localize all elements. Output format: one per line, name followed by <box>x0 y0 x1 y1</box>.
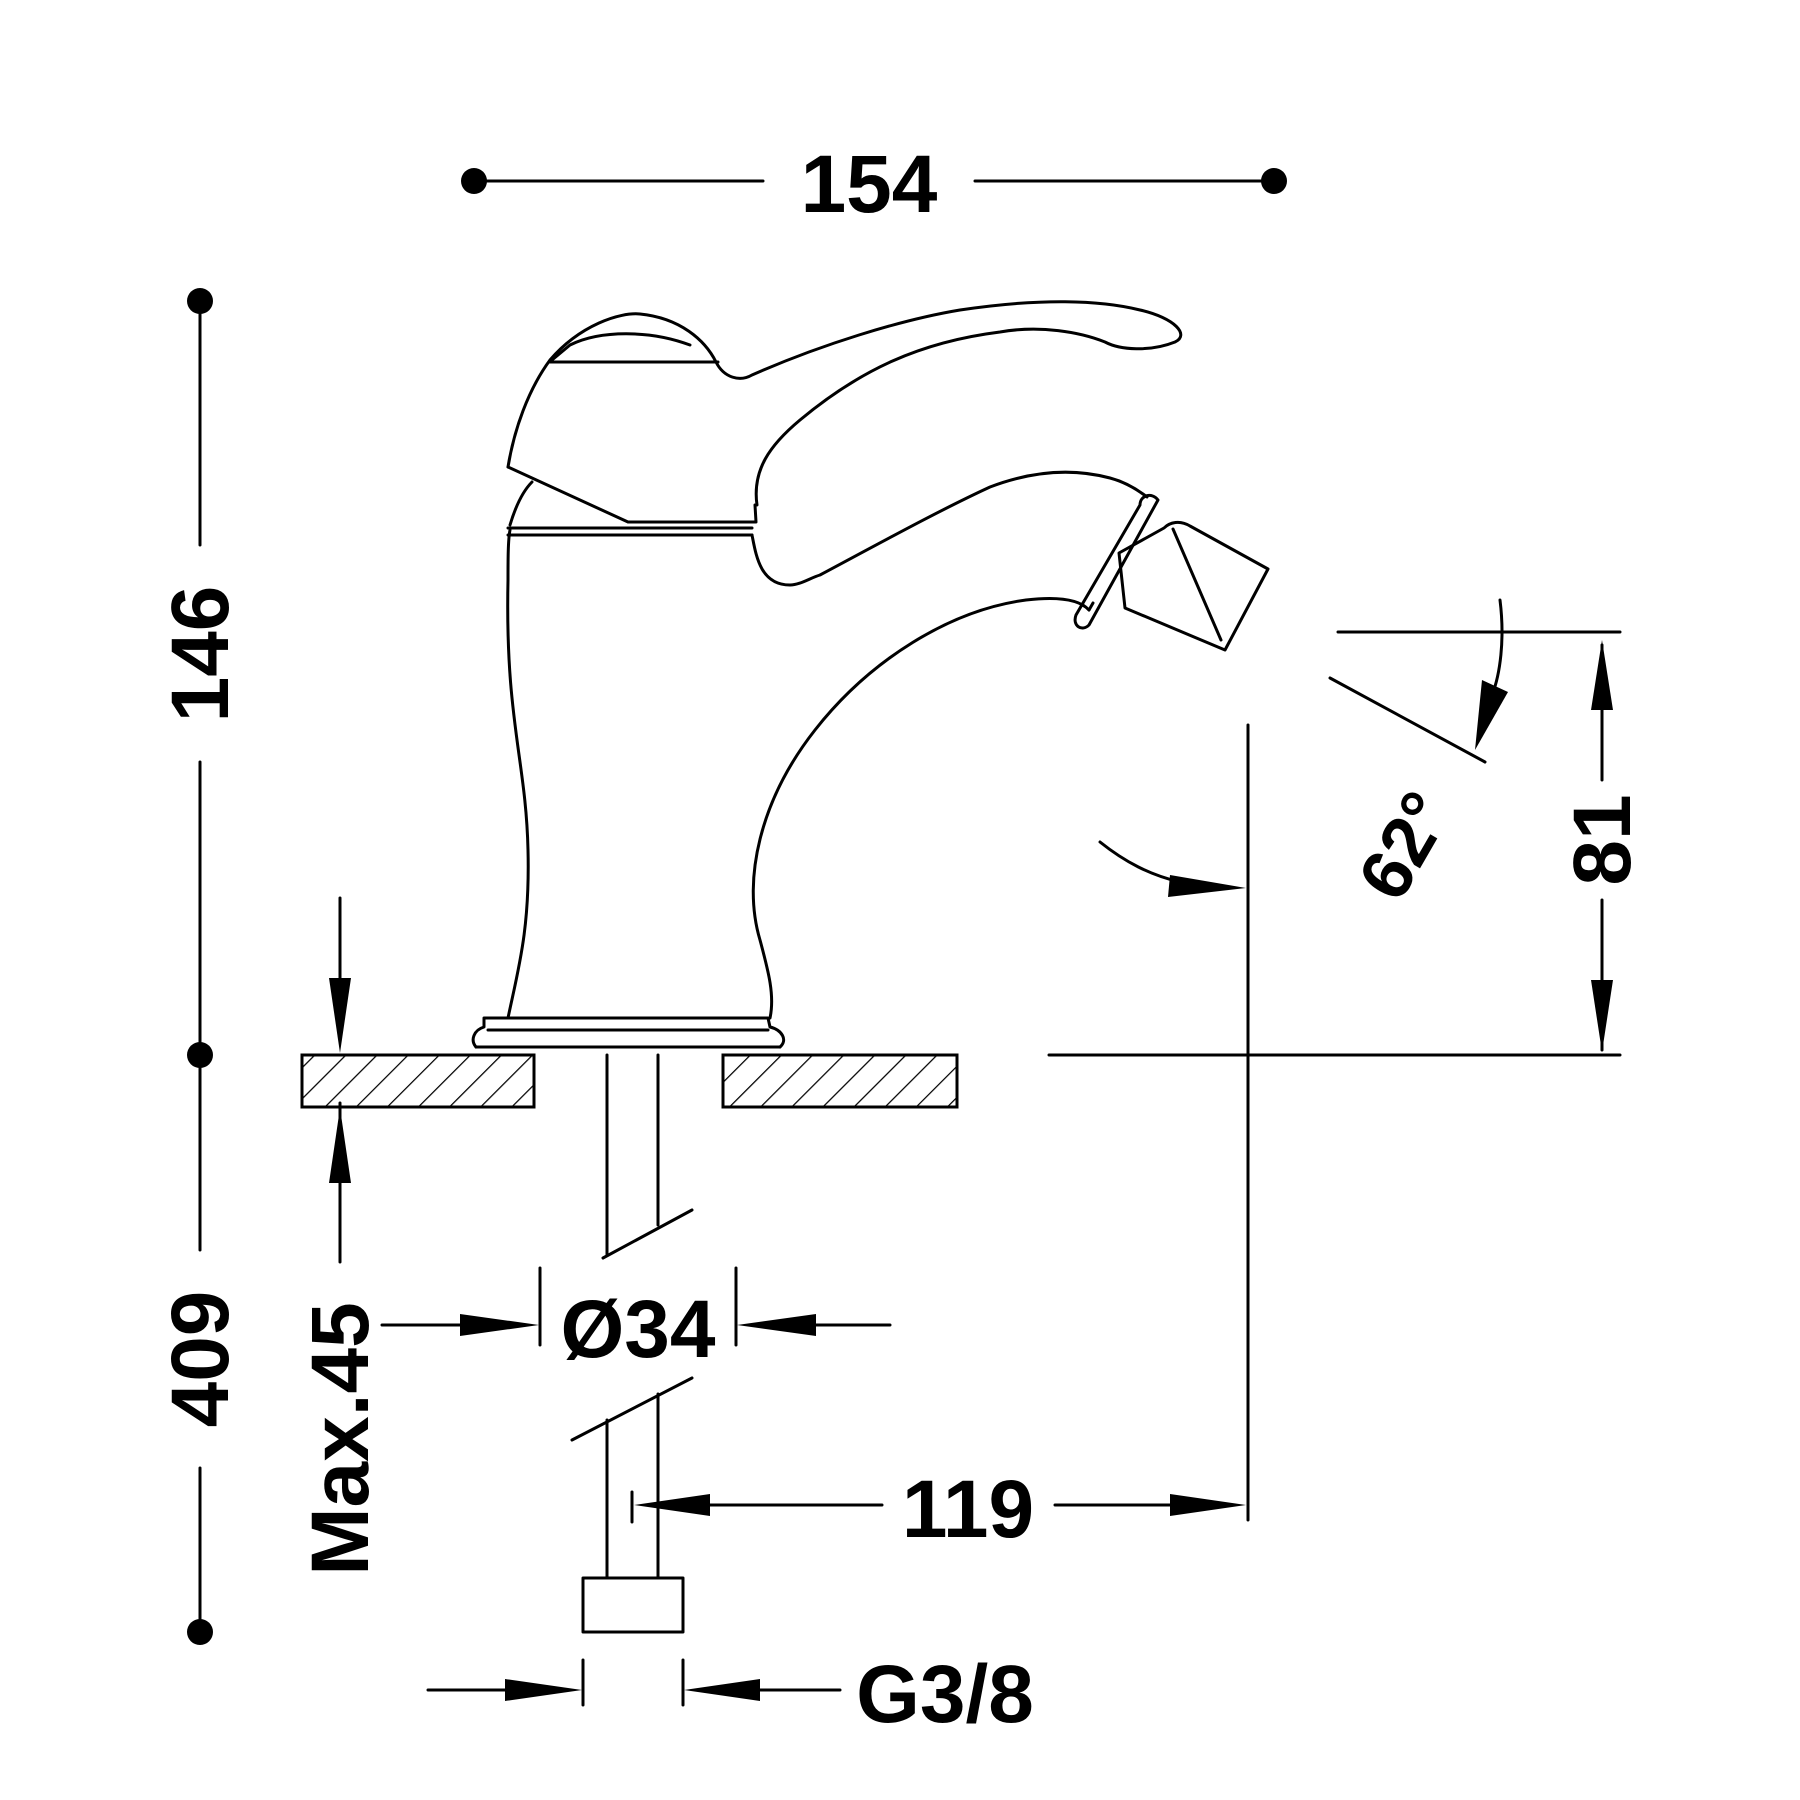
pipe-length-label: 409 <box>155 1291 246 1428</box>
thickness-dimension: Max.45 <box>295 896 386 1576</box>
countertop <box>300 1053 959 1109</box>
connection-dimension: G3/8 <box>426 1649 1034 1740</box>
height-dimension: 146 409 <box>155 288 246 1645</box>
reach-label: 119 <box>902 1464 1034 1555</box>
supply-pipes <box>570 1053 694 1634</box>
reach-dimension: 119 <box>630 723 1250 1555</box>
connection-label: G3/8 <box>856 1649 1034 1740</box>
width-dimension: 154 <box>461 139 1287 230</box>
spout-height-dimension: 81 <box>1336 630 1648 1052</box>
spout-height-label: 81 <box>1557 794 1648 885</box>
angle-label: 62° <box>1343 779 1467 913</box>
height-label: 146 <box>155 586 246 723</box>
angle-dimension: 62° <box>1098 598 1508 913</box>
hole-diameter-dimension: Ø34 <box>380 1266 892 1375</box>
width-label: 154 <box>801 139 938 230</box>
hole-diameter-label: Ø34 <box>561 1284 716 1375</box>
mixer-body <box>471 300 1270 1049</box>
max-thickness-label: Max.45 <box>295 1302 386 1576</box>
